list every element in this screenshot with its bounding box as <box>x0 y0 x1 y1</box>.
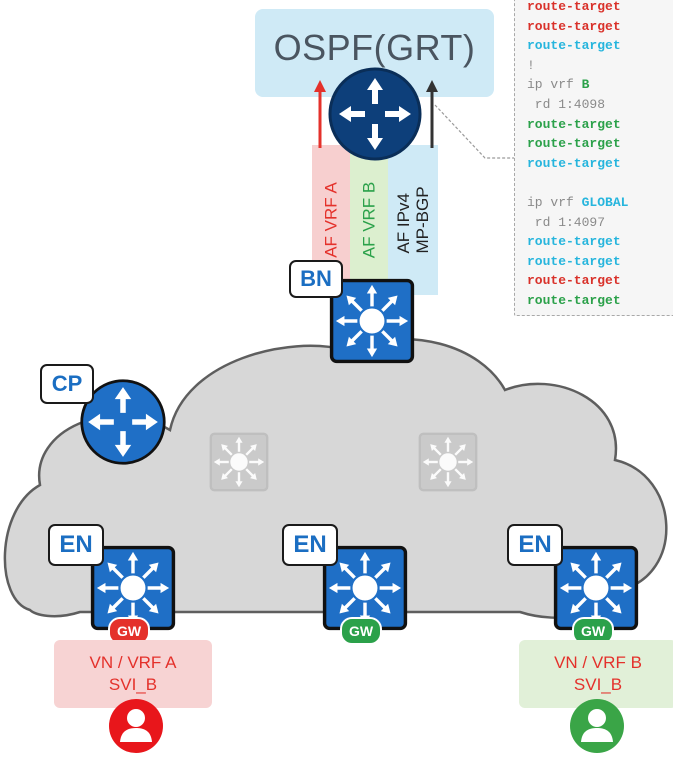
vrf-config-listing: route-target route-target route-target! ip … <box>514 0 673 316</box>
cp-label: CP <box>40 364 94 404</box>
config-value: B <box>581 77 590 93</box>
intermediate-switch-left-icon <box>209 432 269 492</box>
band-af-vrf-b-label: AF VRF B <box>359 181 379 259</box>
ospf-router-icon <box>328 67 422 161</box>
config-line: route-target <box>515 232 673 252</box>
band-af-ipv4: AF IPv4 MP-BGP <box>388 145 438 295</box>
config-value: route-target <box>527 234 621 250</box>
config-value: route-target <box>527 38 621 54</box>
vn-vrf-b-line1: VN / VRF B <box>554 653 642 672</box>
arrow-ipv4-head <box>426 80 438 92</box>
config-value <box>527 175 535 190</box>
config-line: ip vrf GLOBAL <box>515 193 673 213</box>
user-vrf-b-icon <box>570 699 624 753</box>
border-node-switch-icon <box>329 278 415 364</box>
arrow-vrf-a-head <box>314 80 326 92</box>
intermediate-switch-right-icon <box>418 432 478 492</box>
config-value: route-target <box>527 136 621 152</box>
config-lines: route-target route-target route-target! ip … <box>515 0 673 311</box>
band-af-vrf-a-label: AF VRF A <box>321 182 341 258</box>
vn-vrf-b-box: VN / VRF B SVI_B <box>519 640 673 708</box>
ospf-title: OSPF(GRT) <box>273 27 476 68</box>
config-value: route-target <box>527 18 621 34</box>
config-line <box>515 173 673 193</box>
config-line: route-target <box>515 154 673 174</box>
gw-middle-badge: GW <box>340 617 382 645</box>
config-value: route-target <box>527 273 621 289</box>
config-line: route-target <box>515 252 673 272</box>
bn-label: BN <box>289 260 343 298</box>
vn-vrf-a-line1: VN / VRF A <box>89 653 177 672</box>
vn-vrf-a-line2: SVI_B <box>108 675 158 694</box>
vn-vrf-b-line2: SVI_B <box>573 675 623 694</box>
config-value: route-target <box>527 116 621 132</box>
config-line: ! <box>515 56 673 76</box>
en-middle-label: EN <box>282 524 338 566</box>
config-leader-line <box>434 104 514 159</box>
route-arrows <box>314 80 438 148</box>
band-af-vrf-b: AF VRF B <box>350 145 388 295</box>
edge-node-middle-switch-icon <box>322 545 408 631</box>
config-line: rd 1:4098 <box>515 95 673 115</box>
en-left-label: EN <box>48 524 104 566</box>
config-line: route-target <box>515 17 673 37</box>
band-af-ipv4-label: AF IPv4 MP-BGP <box>394 186 432 253</box>
config-line: ip vrf B <box>515 75 673 95</box>
band-ipv4-line2: MP-BGP <box>413 186 432 254</box>
band-ipv4-line1: AF IPv4 <box>394 193 413 254</box>
config-keyword: ip vrf <box>527 77 582 93</box>
config-line: route-target <box>515 134 673 154</box>
config-line: route-target <box>515 36 673 56</box>
config-value: route-target <box>527 155 621 171</box>
config-line: route-target <box>515 115 673 135</box>
vn-vrf-a-box: VN / VRF A SVI_B <box>54 640 212 708</box>
config-value: rd 1:4098 <box>527 96 606 112</box>
config-value: ! <box>527 57 535 73</box>
en-right-label: EN <box>507 524 563 566</box>
config-line: rd 1:4097 <box>515 213 673 233</box>
config-line: route-target <box>515 291 673 311</box>
cp-router-icon <box>80 379 166 465</box>
config-keyword: ip vrf <box>527 194 582 210</box>
config-value: route-target <box>527 292 621 308</box>
config-value: GLOBAL <box>581 194 629 210</box>
config-line: route-target <box>515 0 673 17</box>
user-vrf-a-icon <box>109 699 163 753</box>
config-value: rd 1:4097 <box>527 214 606 230</box>
config-line: route-target <box>515 271 673 291</box>
config-value: route-target <box>527 253 621 269</box>
config-value: route-target <box>527 0 621 14</box>
